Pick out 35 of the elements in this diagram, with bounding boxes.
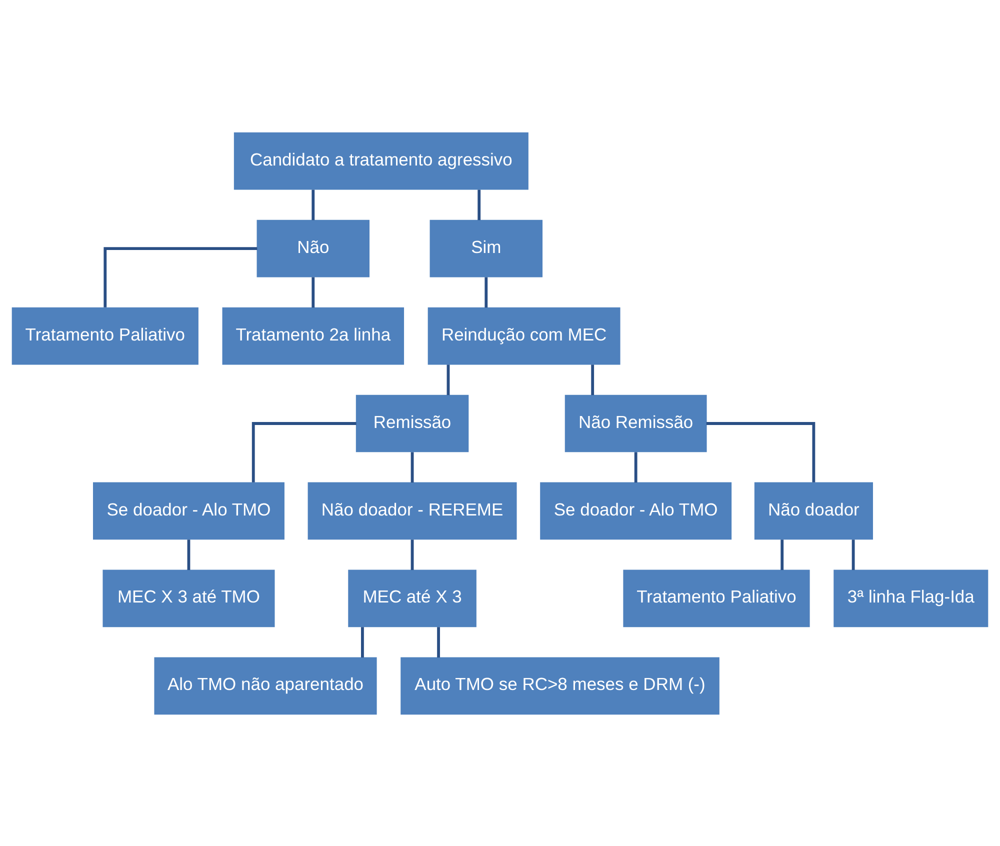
node-box: Sim xyxy=(430,219,543,277)
connector xyxy=(634,452,638,482)
connector xyxy=(706,422,816,482)
connector xyxy=(104,246,258,307)
connector xyxy=(591,364,594,395)
node-box: Tratamento Paliativo xyxy=(12,306,198,364)
node-box: Não xyxy=(256,219,370,277)
connector xyxy=(484,276,488,308)
connector xyxy=(410,452,414,482)
connector xyxy=(852,539,855,570)
node-box: Se doador - Alo TMO xyxy=(93,482,284,540)
node-box: Remissão xyxy=(356,394,469,452)
node-box: Auto TMO se RC>8 meses e DRM (-) xyxy=(400,656,720,714)
connector xyxy=(437,626,440,658)
node-box: Se doador - Alo TMO xyxy=(540,482,732,540)
connector xyxy=(312,189,315,220)
connector xyxy=(478,189,481,220)
connector xyxy=(361,626,364,658)
connector xyxy=(446,364,450,395)
connector xyxy=(187,539,190,570)
connector xyxy=(780,539,784,570)
node-box: Tratamento Paliativo xyxy=(623,569,810,627)
connector xyxy=(312,276,315,308)
node-box: MEC até X 3 xyxy=(348,569,476,627)
node-box: Candidato a tratamento agressivo xyxy=(234,132,528,190)
node-box: Alo TMO não aparentado xyxy=(154,656,377,714)
connector xyxy=(252,422,356,482)
node-box: Não doador - REREME xyxy=(308,482,517,540)
node-box: Tratamento 2a linha xyxy=(222,306,404,364)
connector xyxy=(410,539,414,570)
node-box: Reindução com MEC xyxy=(428,306,620,364)
node-box: 3ª linha Flag-Ida xyxy=(834,569,988,627)
node-box: Não Remissão xyxy=(564,394,707,452)
node-box: MEC X 3 até TMO xyxy=(102,569,275,627)
node-box: Não doador xyxy=(754,482,873,540)
